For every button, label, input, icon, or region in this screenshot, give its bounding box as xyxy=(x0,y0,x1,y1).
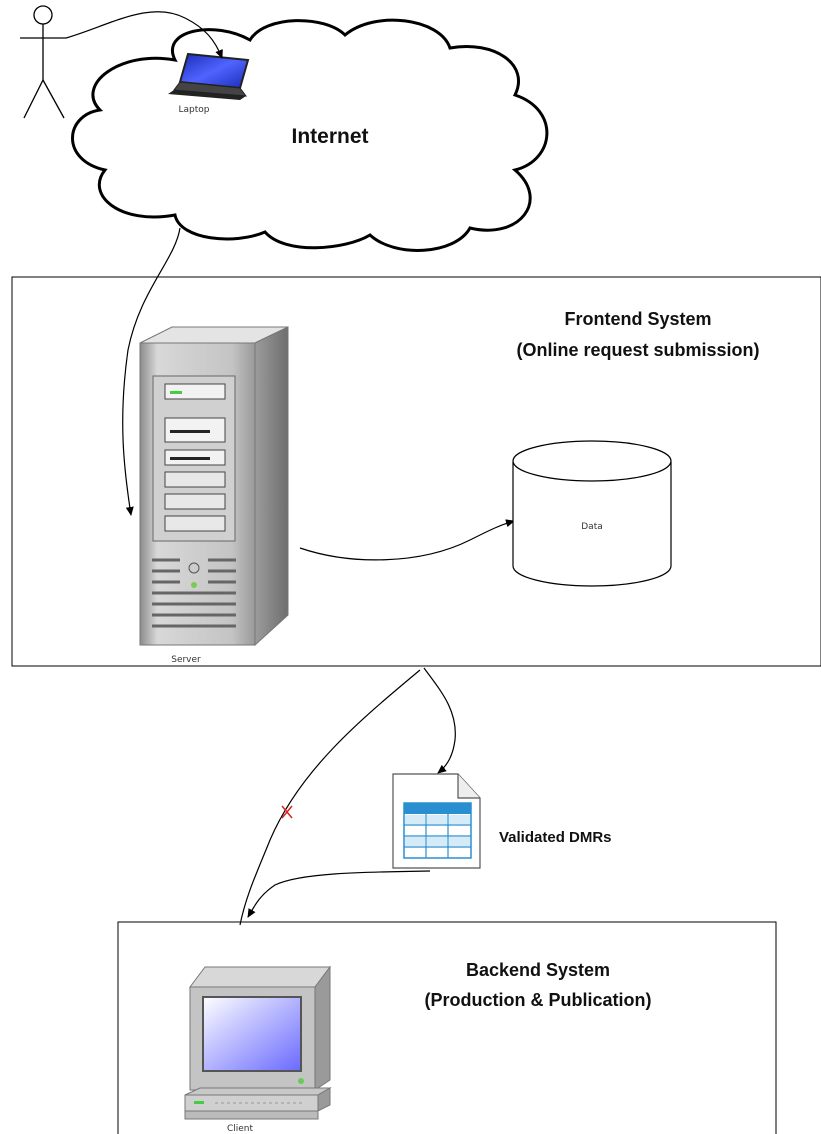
connector-user-laptop xyxy=(65,11,223,59)
connector-server-data xyxy=(299,519,515,561)
validated-dmrs-label: Validated DMRs xyxy=(499,829,612,846)
stick-figure-icon xyxy=(20,5,66,119)
connector-dmrs-backend xyxy=(247,870,431,918)
frontend-subtitle: (Online request submission) xyxy=(516,340,759,360)
frontend-system-box xyxy=(11,276,821,667)
cross-icon xyxy=(281,805,293,819)
backend-system-box xyxy=(117,921,777,1134)
client-label: Client xyxy=(227,1124,254,1134)
data-label: Data xyxy=(581,522,603,532)
server-icon xyxy=(139,326,289,647)
frontend-title: Frontend System xyxy=(564,309,711,329)
laptop-icon xyxy=(168,52,250,100)
connector-cloud-server xyxy=(122,227,181,516)
backend-title: Backend System xyxy=(466,960,610,980)
document-table-icon xyxy=(392,773,481,869)
backend-subtitle: (Production & Publication) xyxy=(425,990,652,1010)
server-label: Server xyxy=(171,655,201,665)
internet-label: Internet xyxy=(291,125,368,148)
database-icon xyxy=(512,440,672,587)
desktop-client-icon xyxy=(184,965,332,1120)
laptop-label: Laptop xyxy=(179,105,210,115)
connector-frontend-backend-blocked xyxy=(239,669,421,926)
connector-frontend-dmrs xyxy=(423,667,456,774)
